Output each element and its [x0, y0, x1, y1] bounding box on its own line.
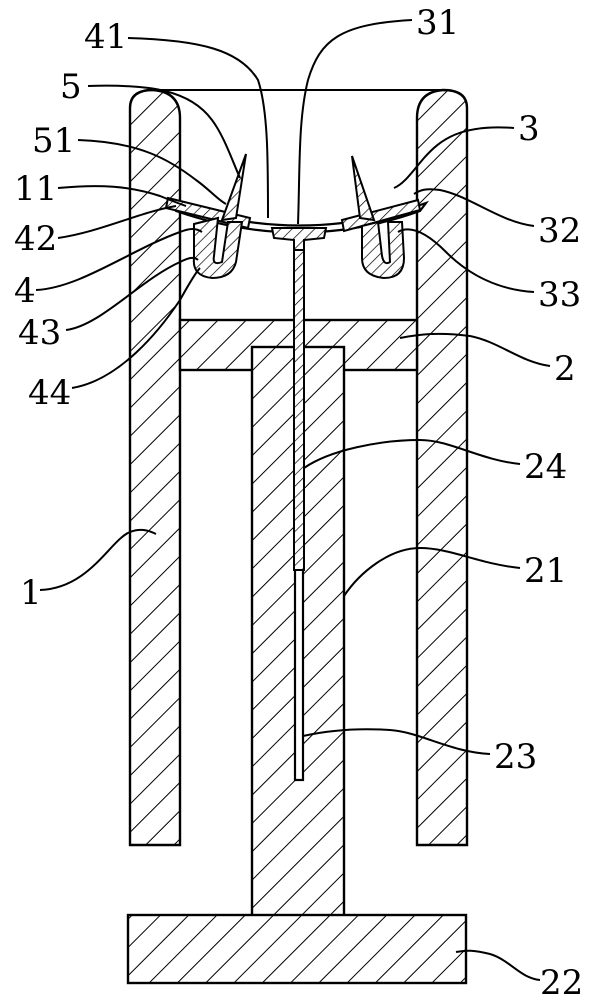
- left-clip: [192, 216, 244, 280]
- right-clip: [361, 220, 406, 280]
- label-24: 24: [524, 447, 567, 487]
- base: [126, 913, 468, 985]
- label-32: 32: [538, 211, 581, 251]
- leader-22: [455, 949, 541, 981]
- label-41: 41: [84, 17, 127, 57]
- leader-5: [87, 84, 241, 179]
- leader-33: [397, 228, 535, 293]
- leader-32: [413, 188, 535, 227]
- leader-43: [65, 256, 199, 331]
- label-31: 31: [416, 3, 459, 43]
- label-22: 22: [540, 963, 583, 1000]
- label-43: 43: [18, 313, 61, 353]
- right-arm: [340, 198, 422, 233]
- leader-42: [57, 205, 177, 239]
- leader-41: [127, 37, 269, 219]
- leader-4: [35, 228, 203, 291]
- left-arm: [164, 196, 252, 230]
- leader-44: [71, 267, 201, 389]
- label-1: 1: [20, 573, 42, 613]
- leader-1: [39, 528, 157, 591]
- label-44: 44: [28, 373, 71, 413]
- label-33: 33: [538, 275, 581, 315]
- label-23: 23: [494, 737, 537, 777]
- rod: [293, 234, 305, 571]
- label-2: 2: [554, 349, 576, 389]
- label-11: 11: [14, 169, 57, 209]
- leader-21: [343, 546, 521, 597]
- right-housing-wall: [415, 88, 469, 847]
- leader-31: [297, 19, 413, 225]
- label-21: 21: [524, 551, 567, 591]
- leader-3: [393, 126, 515, 189]
- leader-2: [399, 332, 551, 367]
- leader-11: [57, 185, 187, 207]
- label-42: 42: [14, 219, 57, 259]
- leader-51: [77, 139, 227, 205]
- center-t-head: [270, 227, 328, 251]
- leader-23: [302, 728, 491, 755]
- label-3: 3: [518, 109, 540, 149]
- label-5: 5: [60, 67, 82, 107]
- label-4: 4: [14, 271, 36, 311]
- left-spike: [220, 153, 247, 222]
- right-spike: [351, 155, 376, 222]
- leader-24: [303, 438, 521, 469]
- label-51: 51: [32, 121, 75, 161]
